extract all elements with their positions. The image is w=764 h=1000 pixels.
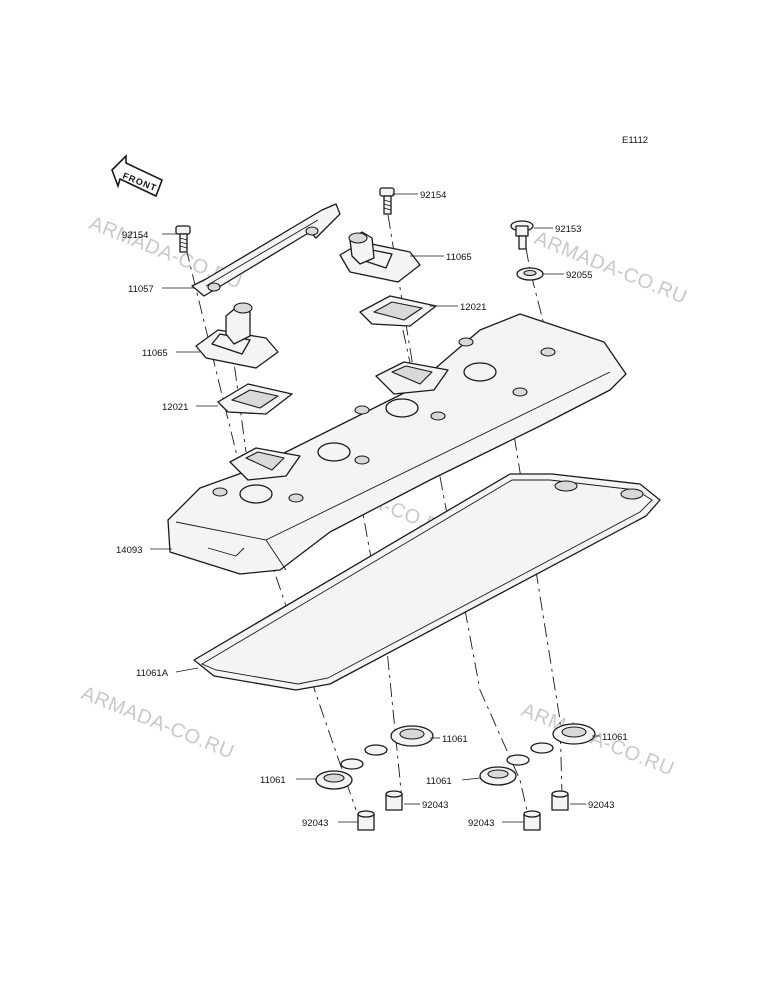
- label-gasket-ring-4: 11061: [602, 732, 628, 743]
- label-gasket-ring-1: 11061: [260, 775, 286, 786]
- label-breather-left: 11065: [142, 348, 168, 359]
- collar-4-part: [551, 790, 569, 811]
- part-labels: 92154 92154 92153 92055 11057 11065 1106…: [116, 190, 628, 829]
- front-arrow-icon: FRONT: [111, 154, 164, 198]
- watermark-5: ARMADA-CO.RU: [518, 699, 677, 780]
- plug-hole-gasket-4-part: [530, 723, 596, 754]
- bolt-right-part: [379, 187, 395, 215]
- breather-cover-right-part: [339, 231, 421, 283]
- collar-1-part: [357, 810, 375, 831]
- bolt-left-part: [175, 225, 191, 253]
- bracket-part: [191, 203, 341, 297]
- label-bolt-washer: 92153: [555, 224, 581, 235]
- label-bolt-left: 92154: [122, 230, 148, 241]
- label-collar-3: 92043: [468, 818, 494, 829]
- cylinder-head-cover-part: [167, 313, 627, 575]
- plate-right-part: [359, 295, 437, 327]
- label-washer: 92055: [566, 270, 592, 281]
- label-collar-2: 92043: [422, 800, 448, 811]
- collar-3-part: [523, 810, 541, 831]
- plate-left-part: [217, 383, 293, 415]
- collar-2-part: [385, 790, 403, 811]
- label-bracket: 11057: [128, 284, 154, 295]
- label-bolt-right: 92154: [420, 190, 446, 201]
- label-collar-4: 92043: [588, 800, 614, 811]
- bolt-washer-part: [510, 220, 534, 250]
- breather-cover-left-part: [195, 302, 279, 369]
- label-main-gasket: 11061A: [136, 668, 169, 679]
- plug-hole-gasket-3-part: [479, 754, 530, 786]
- label-collar-1: 92043: [302, 818, 328, 829]
- watermark-4: ARMADA-CO.RU: [78, 682, 237, 763]
- label-plate-left: 12021: [162, 402, 188, 413]
- label-gasket-ring-3: 11061: [426, 776, 452, 787]
- label-cover: 14093: [116, 545, 142, 556]
- washer-part: [516, 267, 544, 281]
- watermark-2: ARMADA-CO.RU: [531, 227, 690, 308]
- label-plate-right: 12021: [460, 302, 486, 313]
- plug-hole-gasket-2-part: [364, 725, 434, 756]
- label-breather-right: 11065: [446, 252, 472, 263]
- main-gasket-part: [193, 473, 661, 691]
- diagram-code: E1112: [622, 135, 648, 146]
- leader-lines: [150, 193, 600, 823]
- label-gasket-ring-2: 11061: [442, 734, 468, 745]
- plug-hole-gasket-1-part: [315, 758, 364, 790]
